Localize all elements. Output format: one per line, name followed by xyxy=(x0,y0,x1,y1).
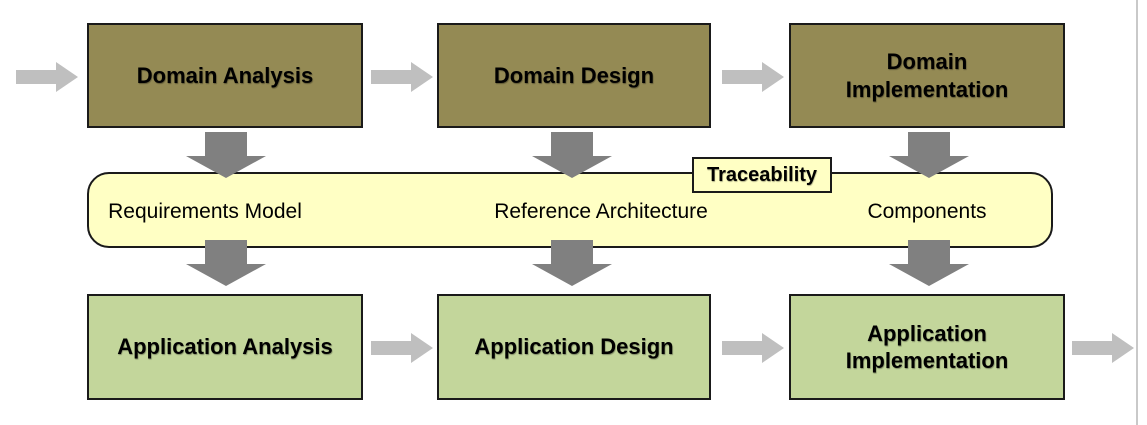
band-label-requirements-model: Requirements Model xyxy=(108,200,302,223)
down-arrow-domain-analysis-icon xyxy=(186,132,266,178)
right-arrow-out-of-app-implementation-icon xyxy=(1072,333,1134,363)
down-arrow-domain-implementation-icon xyxy=(889,132,969,178)
right-arrow-design-to-implementation-icon xyxy=(722,62,784,92)
box-domain-implementation: Domain Implementation xyxy=(789,23,1065,128)
down-arrow-domain-design-icon xyxy=(532,132,612,178)
box-application-implementation: Application Implementation xyxy=(789,294,1065,400)
right-arrow-app-analysis-to-design-icon xyxy=(371,333,433,363)
box-application-implementation-label: Application Implementation xyxy=(845,320,1009,374)
traceability-tag: Traceability xyxy=(692,157,832,193)
box-domain-analysis-label: Domain Analysis xyxy=(136,62,314,88)
band-label-reference-architecture: Reference Architecture xyxy=(494,200,708,223)
down-arrow-reference-architecture-icon xyxy=(532,240,612,286)
right-arrow-into-domain-analysis-icon xyxy=(16,62,78,92)
page-edge-line xyxy=(1136,0,1138,425)
band-label-components: Components xyxy=(867,200,987,223)
box-domain-implementation-label: Domain Implementation xyxy=(845,49,1009,102)
right-arrow-analysis-to-design-icon xyxy=(371,62,433,92)
down-arrow-requirements-model-icon xyxy=(186,240,266,286)
traceability-tag-label: Traceability xyxy=(706,163,818,186)
box-application-design: Application Design xyxy=(437,294,711,400)
box-application-analysis: Application Analysis xyxy=(87,294,363,400)
box-application-design-label: Application Design xyxy=(474,334,674,360)
down-arrow-components-icon xyxy=(889,240,969,286)
box-domain-design: Domain Design xyxy=(437,23,711,128)
box-domain-design-label: Domain Design xyxy=(493,62,655,88)
box-application-analysis-label: Application Analysis xyxy=(117,334,333,360)
right-arrow-app-design-to-implementation-icon xyxy=(722,333,784,363)
box-domain-analysis: Domain Analysis xyxy=(87,23,363,128)
